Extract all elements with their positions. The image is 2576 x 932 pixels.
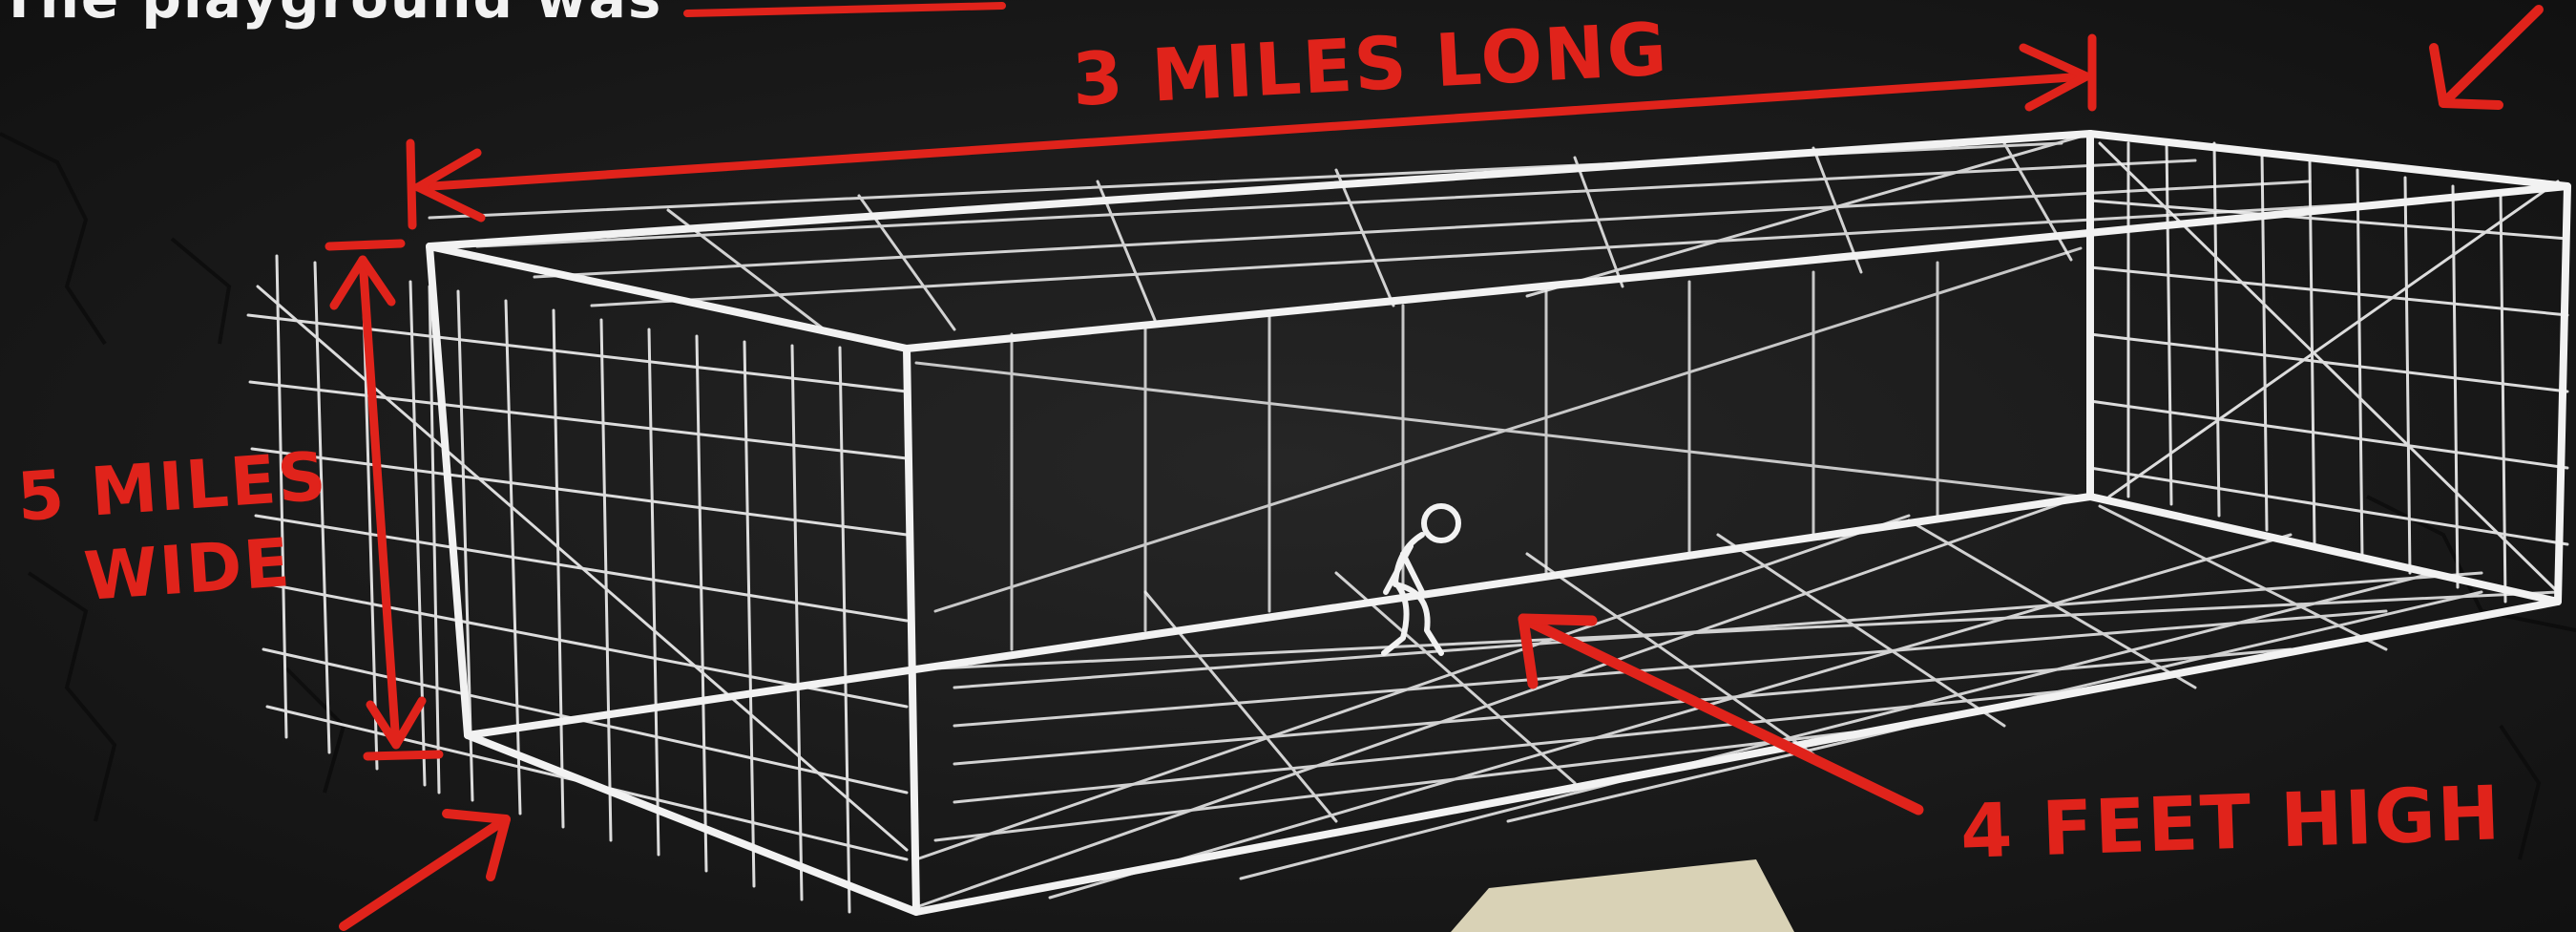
header-text: The playground was [0,0,662,31]
width-label-line2: WIDE [81,523,293,616]
